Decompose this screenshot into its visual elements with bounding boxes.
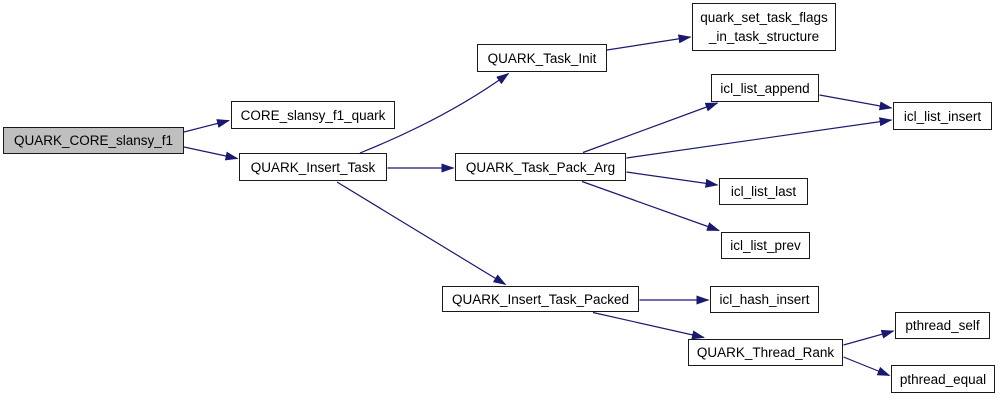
node-icl-list-prev[interactable]: icl_list_prev xyxy=(721,232,810,259)
node-quark-insert-task-packed[interactable]: QUARK_Insert_Task_Packed xyxy=(442,286,639,312)
edge-quark-task-pack-arg-to-icl-list-append xyxy=(582,102,719,154)
node-label-line1: quark_set_task_flags xyxy=(700,10,828,25)
node-icl-list-last[interactable]: icl_list_last xyxy=(719,178,808,205)
edge-quark-thread-rank-to-pthread-self xyxy=(843,329,895,346)
node-label: icl_list_last xyxy=(730,184,797,199)
edge-icl-list-append-to-icl-list-insert xyxy=(819,94,893,111)
node-label: QUARK_Task_Pack_Arg xyxy=(465,159,616,175)
edge-quark-insert-task-to-quark-task-init xyxy=(359,72,510,154)
edge-quark-core-slansy-f1-to-core-slansy-f1-quark xyxy=(183,119,230,133)
node-label: pthread_self xyxy=(905,318,980,333)
node-label: pthread_equal xyxy=(899,371,987,387)
node-label: CORE_slansy_f1_quark xyxy=(240,107,386,123)
node-label: icl_list_insert xyxy=(903,108,982,124)
node-icl-list-append[interactable]: icl_list_append xyxy=(711,74,819,102)
node-pthread-equal[interactable]: pthread_equal xyxy=(891,365,995,393)
edge-quark-task-pack-arg-to-icl-list-prev xyxy=(581,180,720,232)
node-quark-core-slansy-f1: QUARK_CORE_slansy_f1 xyxy=(3,127,184,154)
edge-quark-task-pack-arg-to-icl-list-last xyxy=(626,171,719,188)
node-label: QUARK_Thread_Rank xyxy=(696,345,835,360)
edge-quark-core-slansy-f1-to-quark-insert-task xyxy=(183,146,239,161)
node-quark-insert-task[interactable]: QUARK_Insert_Task xyxy=(239,153,387,181)
node-quark-task-pack-arg[interactable]: QUARK_Task_Pack_Arg xyxy=(455,153,626,181)
edge-quark-task-pack-arg-to-icl-list-insert xyxy=(626,117,893,159)
edge-quark-task-init-to-quark-set-task-flags xyxy=(606,34,692,51)
node-quark-set-task-flags-in-task-structure[interactable]: quark_set_task_flags _in_task_structure xyxy=(692,3,836,51)
node-quark-task-init[interactable]: QUARK_Task_Init xyxy=(477,44,607,72)
node-pthread-self[interactable]: pthread_self xyxy=(895,312,990,339)
node-label: icl_list_prev xyxy=(730,238,801,253)
node-icl-hash-insert[interactable]: icl_hash_insert xyxy=(710,286,819,313)
node-label: QUARK_Insert_Task xyxy=(250,159,376,175)
edge-quark-insert-task-to-quark-insert-task-packed xyxy=(336,181,507,286)
node-label: QUARK_Insert_Task_Packed xyxy=(451,291,630,307)
node-label: QUARK_Task_Init xyxy=(487,50,597,66)
edge-quark-thread-rank-to-pthread-equal xyxy=(843,356,891,377)
node-label: icl_list_append xyxy=(720,80,810,96)
node-core-slansy-f1-quark[interactable]: CORE_slansy_f1_quark xyxy=(231,101,395,129)
node-label: icl_hash_insert xyxy=(719,292,810,307)
node-icl-list-insert[interactable]: icl_list_insert xyxy=(893,102,992,130)
node-quark-thread-rank[interactable]: QUARK_Thread_Rank xyxy=(688,339,843,366)
node-label: QUARK_CORE_slansy_f1 xyxy=(13,133,174,148)
node-label-line2: _in_task_structure xyxy=(708,29,820,44)
edge-quark-insert-task-packed-to-quark-thread-rank xyxy=(592,311,705,340)
